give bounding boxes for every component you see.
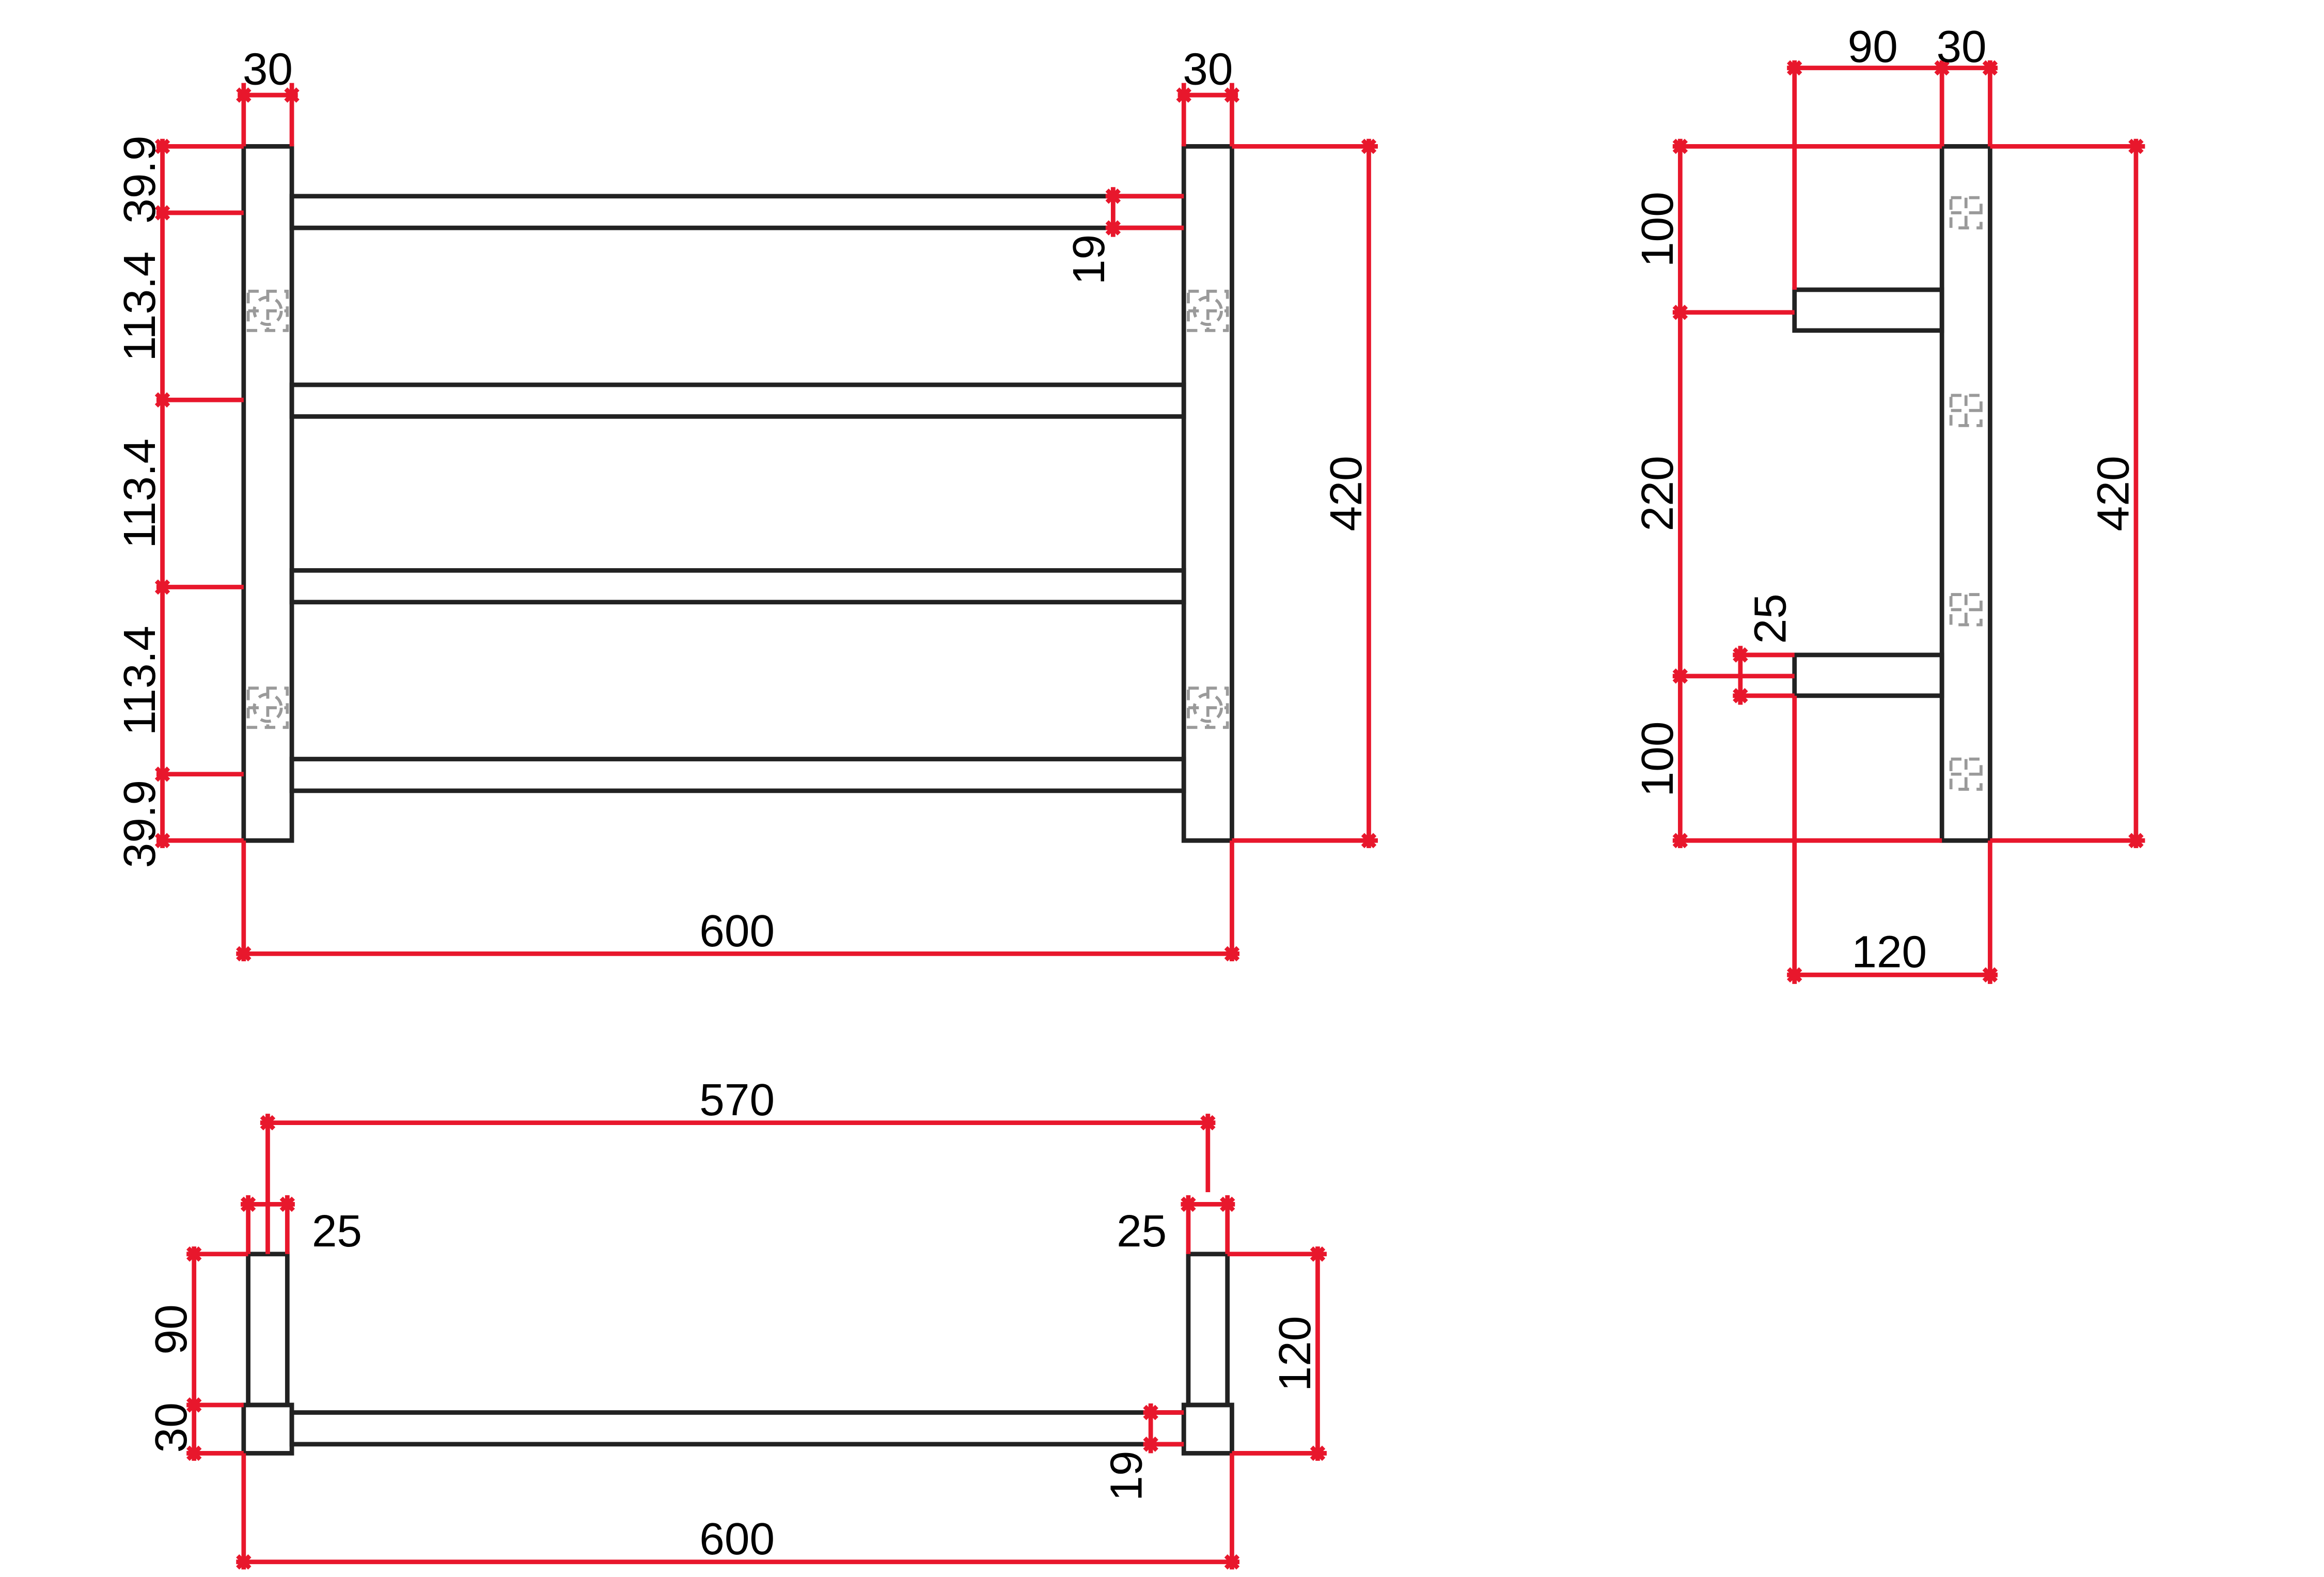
front-fixing-hidden-lines [246,289,1229,729]
front-pitch-1-label: 113.4 [114,252,165,362]
side-view: 90 30 100 220 100 25 420 120 [1632,21,2145,984]
side-top-arm [1792,287,1944,333]
front-total-height-label: 420 [1321,456,1371,531]
side-arm-length-label: 90 [1848,21,1898,72]
top-post-depth-label: 30 [146,1402,196,1453]
front-post-width-right-label: 30 [1183,43,1233,94]
side-fixing-hidden-lines [1949,196,1983,791]
side-post-depth-label: 30 [1936,21,1986,72]
side-bottom-arm [1792,652,1944,698]
top-total-depth-label: 120 [1269,1316,1320,1392]
top-view: 570 25 25 90 30 120 19 600 [146,1074,1327,1570]
top-right-arm [1186,1252,1230,1408]
side-top-offset-label: 100 [1632,192,1683,267]
front-post-width-left-label: 30 [243,43,293,94]
top-arm-length-label: 90 [146,1304,196,1354]
top-arm-width-right-label: 25 [1117,1206,1167,1256]
front-bar-height-label: 19 [1063,235,1114,285]
front-bar-2 [289,382,1186,419]
front-left-post [241,144,294,843]
top-total-width-label: 600 [699,1513,775,1564]
top-left-arm [246,1252,290,1408]
side-arm-thickness-label: 25 [1745,594,1795,644]
front-right-post [1181,144,1234,843]
top-bar [289,1410,1186,1447]
top-left-post [241,1402,294,1456]
front-gap-bottom-label: 39.9 [114,780,165,868]
side-middle-span-label: 220 [1632,456,1683,531]
side-total-height-label: 420 [2087,456,2138,531]
side-dimension-lines [1672,60,2145,984]
front-pitch-3-label: 113.4 [114,626,165,736]
front-bar-4 [289,757,1186,793]
front-total-width-label: 600 [699,905,775,956]
side-bottom-offset-label: 100 [1632,721,1683,797]
top-arm-width-left-label: 25 [312,1206,362,1256]
top-dimension-lines [186,1114,1327,1570]
front-bar-1 [289,194,1186,230]
front-pitch-2-label: 113.4 [114,439,165,549]
side-total-depth-label: 120 [1851,927,1927,977]
front-dimension-lines [154,83,1378,962]
front-bar-3 [289,568,1186,605]
front-gap-top-label: 39.9 [114,135,165,224]
top-right-post [1181,1402,1234,1456]
front-view: 30 30 39.9 113.4 113.4 113.4 39.9 19 420… [114,43,1378,962]
top-bar-height-label: 19 [1101,1451,1152,1501]
top-inner-span-label: 570 [699,1074,775,1125]
side-post [1939,144,1992,843]
